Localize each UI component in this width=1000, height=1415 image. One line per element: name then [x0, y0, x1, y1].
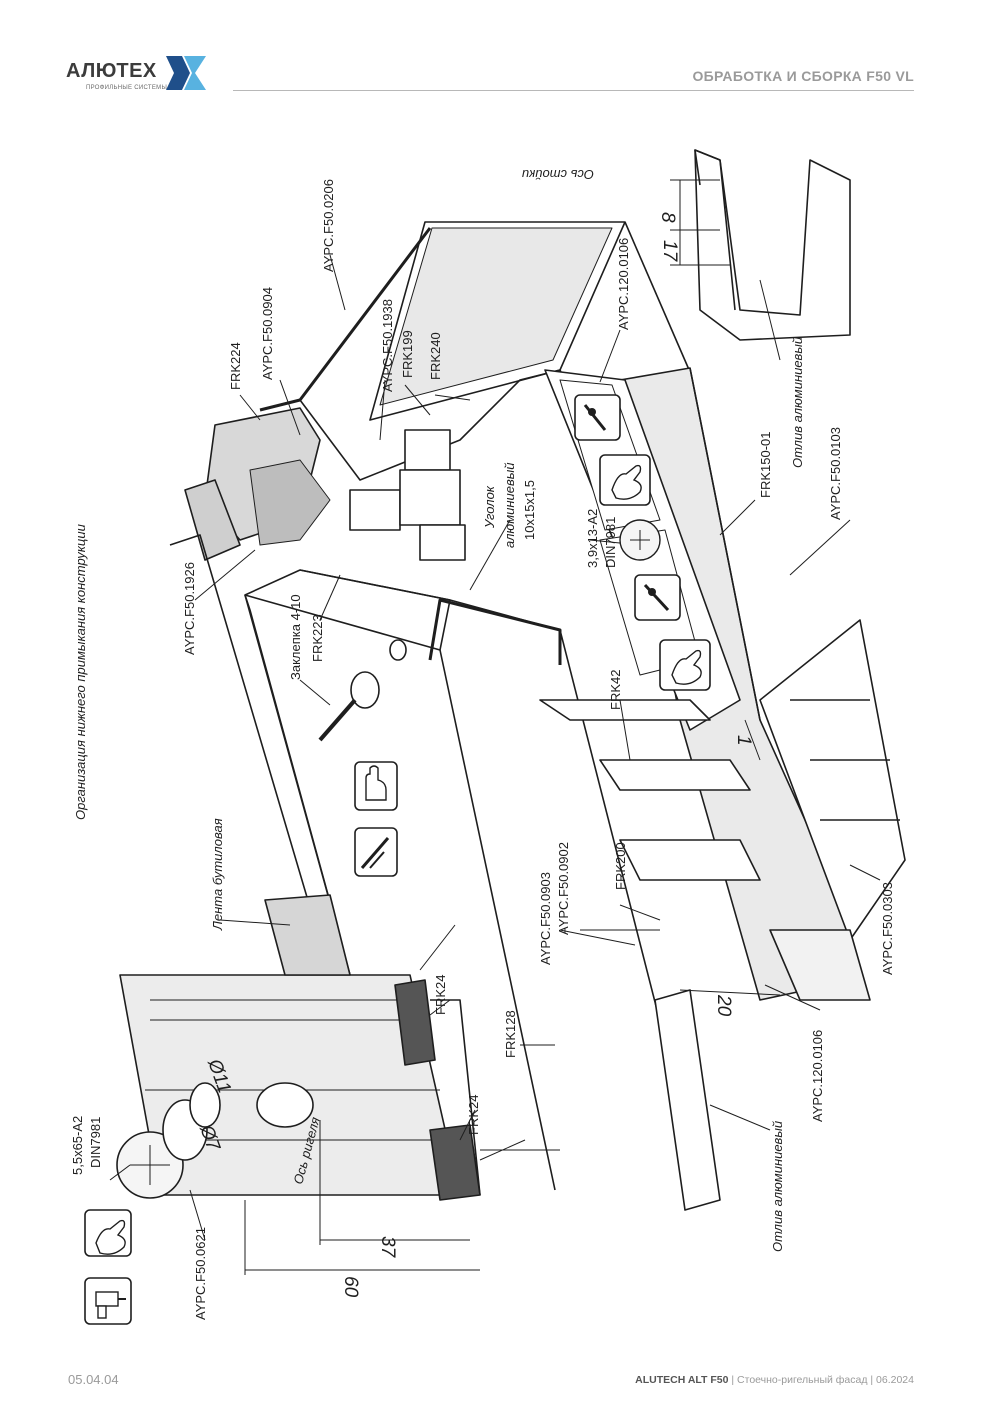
brand-mark-icon — [166, 56, 206, 90]
label-screw-55-line2: DIN7981 — [88, 1117, 103, 1168]
page-code: 05.04.04 — [68, 1372, 119, 1387]
label-frk24-bottom: FRK24 — [466, 1095, 481, 1135]
footer-info: ALUTECH ALT F50 | Стоечно-ригельный фаса… — [635, 1374, 914, 1386]
dimension-60: 60 — [340, 1276, 361, 1298]
drill-icon — [84, 1277, 132, 1325]
label-corner-line3: 10х15х1,5 — [522, 480, 537, 540]
label-frk128: FRK128 — [503, 1010, 518, 1058]
label-frk224: FRK224 — [228, 342, 243, 390]
label-aypc-f50-1926: AYPC.F50.1926 — [182, 562, 197, 655]
label-aypc-f50-0903: AYPC.F50.0903 — [538, 872, 553, 965]
label-butyl: Лента бутиловая — [210, 818, 225, 931]
label-screw-39-line1: 3,9х13-А2 — [585, 509, 600, 568]
label-aypc-f50-0206: AYPC.F50.0206 — [321, 179, 336, 272]
label-aypc-f50-0303: AYPC.F50.0303 — [880, 882, 895, 975]
sealant-gun-icon-top — [574, 394, 621, 441]
hand-icon-bottom — [84, 1209, 132, 1257]
upper-frame-profile — [259, 221, 691, 561]
screw-55x65 — [116, 1082, 221, 1199]
label-aypc-f50-0621: AYPC.F50.0621 — [193, 1227, 208, 1320]
insulation-block — [184, 407, 331, 561]
riveter-icon — [354, 827, 398, 877]
sill-profile — [539, 699, 871, 1211]
label-frk200: FRK200 — [613, 842, 628, 890]
hand-pointing-icon — [354, 761, 398, 811]
footer-description: | Стоечно-ригельный фасад | 06.2024 — [728, 1374, 914, 1386]
label-frk199: FRK199 — [400, 330, 415, 378]
dimension-lines — [244, 179, 781, 1275]
dimension-1: 1 — [733, 735, 754, 746]
label-corner-line2: алюминиевый — [502, 462, 517, 548]
label-aypc-f50-0902: AYPC.F50.0902 — [556, 842, 571, 935]
header-divider — [233, 90, 914, 91]
label-aypc-f50-1938: AYPC.F50.1938 — [380, 299, 395, 392]
label-screw-55-line1: 5,5х65-А2 — [70, 1116, 85, 1175]
dimension-17: 17 — [659, 240, 680, 263]
icon-hand-top — [599, 454, 651, 506]
label-frk24-top: FRK24 — [433, 975, 448, 1015]
label-screw-39-line2: DIN7981 — [603, 517, 618, 568]
icon-hand-mid — [659, 639, 711, 691]
page-header: АЛЮТЕХ ПРОФИЛЬНЫЕ СИСТЕМЫ ОБРАБОТКА И СБ… — [0, 0, 1000, 100]
label-aypc-f50-0103: AYPC.F50.0103 — [828, 427, 843, 520]
footer-product: ALUTECH ALT F50 — [635, 1374, 729, 1386]
label-corner-line1: Уголок — [482, 485, 497, 529]
label-otliv-bottom: Отлив алюминиевый — [770, 1121, 785, 1252]
brand-logo: АЛЮТЕХ ПРОФИЛЬНЫЕ СИСТЕМЫ — [64, 52, 214, 100]
rivet-4-10 — [318, 639, 407, 742]
dimension-20: 20 — [713, 994, 734, 1017]
label-frk150: FRK150-01 — [758, 432, 773, 498]
label-otliv-right: Отлив алюминиевый — [790, 337, 805, 468]
mullion-section-top-right — [694, 149, 851, 341]
lower-transom — [244, 569, 681, 1191]
sealant-gun-icon-mid — [634, 574, 681, 621]
dimension-37: 37 — [377, 1236, 398, 1259]
label-rivet: Заклепка 4-10 — [288, 594, 303, 680]
label-frk223: FRK223 — [310, 614, 325, 662]
label-aypc-120-0106-bottom: AYPC.120.0106 — [810, 1030, 825, 1122]
section-title: ОБРАБОТКА И СБОРКА F50 VL — [692, 68, 914, 84]
screw-head-39 — [619, 519, 661, 561]
axis-plug — [256, 1082, 314, 1128]
brand-tagline: ПРОФИЛЬНЫЕ СИСТЕМЫ — [86, 85, 168, 91]
label-frk42: FRK42 — [608, 670, 623, 710]
label-stoyka-axis: Ось стойки — [522, 167, 594, 182]
brand-name: АЛЮТЕХ — [66, 60, 157, 82]
dimension-8: 8 — [657, 212, 678, 223]
drawing-title: Организация нижнего примыкания конструкц… — [73, 524, 88, 820]
label-frk240: FRK240 — [428, 332, 443, 380]
left-profile-1926 — [169, 534, 351, 976]
label-aypc-f50-0904: AYPC.F50.0904 — [260, 287, 275, 380]
label-aypc-120-0106-top: AYPC.120.0106 — [616, 238, 631, 330]
leader-lines — [109, 254, 881, 1241]
